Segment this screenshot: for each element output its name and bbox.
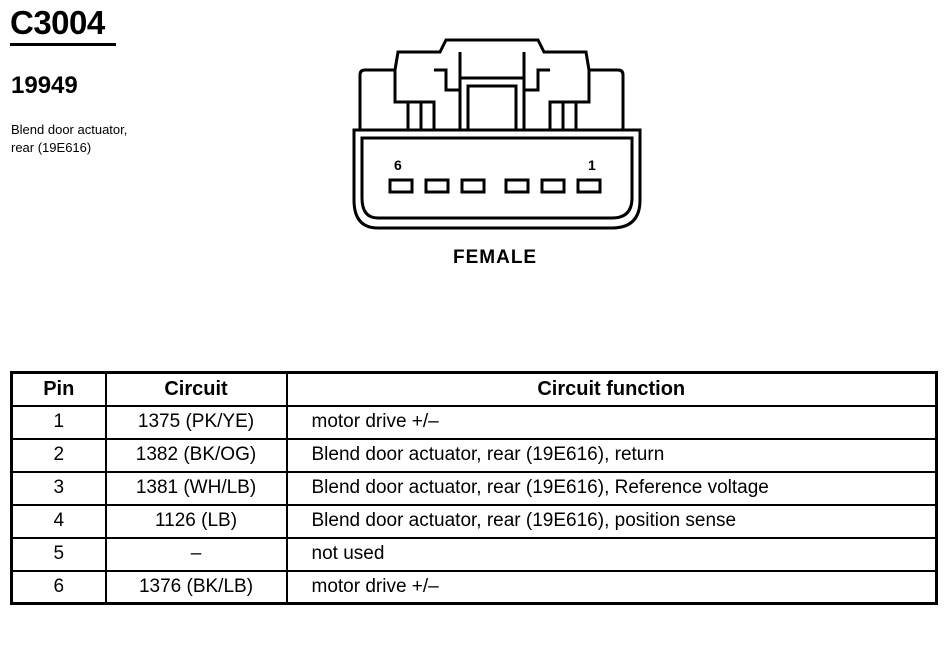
table-row: 4 1126 (LB) Blend door actuator, rear (1…: [10, 503, 938, 539]
cell-function: Blend door actuator, rear (19E616), posi…: [285, 503, 938, 539]
cavity-6: [388, 178, 414, 194]
cell-pin: 2: [10, 437, 107, 473]
cavity-row: [388, 178, 602, 194]
connector-id-underline: [10, 43, 116, 46]
connector-housing-outline: [358, 38, 625, 130]
connector-face-diagram: 6 1: [352, 38, 642, 230]
description-line-1: Blend door actuator,: [11, 122, 128, 137]
connector-id: C3004: [10, 4, 105, 41]
cell-pin: 6: [10, 569, 107, 605]
latch-inner: [466, 84, 518, 132]
cell-function: motor drive +/–: [285, 569, 938, 605]
table-row: 6 1376 (BK/LB) motor drive +/–: [10, 569, 938, 605]
gender-label: FEMALE: [453, 247, 538, 268]
cell-pin: 5: [10, 536, 107, 572]
cavity-1: [576, 178, 602, 194]
table-row: 3 1381 (WH/LB) Blend door actuator, rear…: [10, 470, 938, 506]
cell-pin: 3: [10, 470, 107, 506]
table-row: 1 1375 (PK/YE) motor drive +/–: [10, 404, 938, 440]
part-number: 19949: [11, 72, 78, 99]
connector-body: [352, 128, 642, 230]
cell-circuit: –: [104, 536, 288, 572]
cell-pin: 1: [10, 404, 107, 440]
description-line-2: rear (19E616): [11, 140, 92, 155]
header-circuit: Circuit: [104, 371, 288, 407]
cell-function: Blend door actuator, rear (19E616), retu…: [285, 437, 938, 473]
cell-circuit: 1381 (WH/LB): [104, 470, 288, 506]
table-header-row: Pin Circuit Circuit function: [10, 371, 938, 407]
header-function: Circuit function: [285, 371, 938, 407]
connector-description: Blend door actuator, rear (19E616): [11, 121, 211, 157]
cavity-5: [424, 178, 450, 194]
pinout-table: Pin Circuit Circuit function 1 1375 (PK/…: [10, 371, 938, 605]
table-row: 5 – not used: [10, 536, 938, 572]
pin-label-1: 1: [588, 157, 596, 173]
cell-circuit: 1126 (LB): [104, 503, 288, 539]
cell-pin: 4: [10, 503, 107, 539]
header-pin: Pin: [10, 371, 107, 407]
cell-circuit: 1382 (BK/OG): [104, 437, 288, 473]
cavity-3: [504, 178, 530, 194]
pin-label-6: 6: [394, 157, 402, 173]
cell-function: Blend door actuator, rear (19E616), Refe…: [285, 470, 938, 506]
connector-inner-face: [360, 136, 634, 220]
cell-circuit: 1375 (PK/YE): [104, 404, 288, 440]
cavity-4: [460, 178, 486, 194]
cavity-2: [540, 178, 566, 194]
cell-function: not used: [285, 536, 938, 572]
cell-circuit: 1376 (BK/LB): [104, 569, 288, 605]
cell-function: motor drive +/–: [285, 404, 938, 440]
table-row: 2 1382 (BK/OG) Blend door actuator, rear…: [10, 437, 938, 473]
